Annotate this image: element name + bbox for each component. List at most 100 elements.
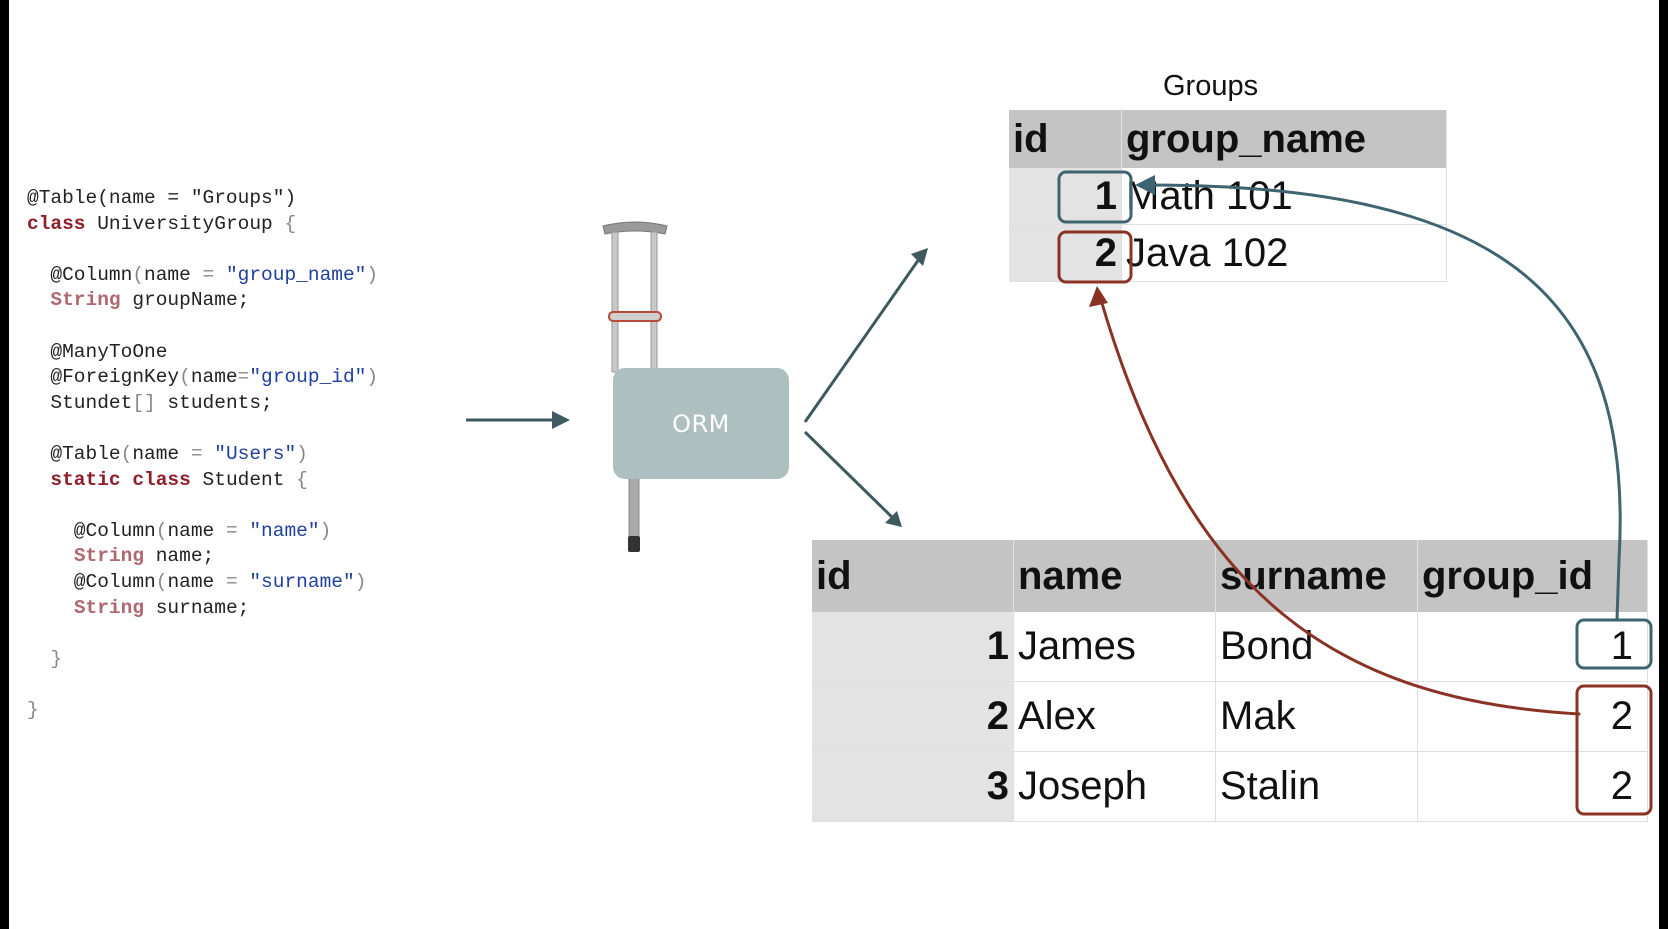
- code-token: @Column: [27, 263, 133, 286]
- code-token: groupName;: [120, 289, 250, 312]
- red-link-line: [1099, 298, 1581, 716]
- column-header-id: id: [812, 540, 1014, 612]
- column-header-group-name: group_name: [1121, 110, 1447, 168]
- code-line: @Table(name = "Users"): [27, 442, 378, 468]
- diagram-canvas: @Table(name = "Groups") class UniversityG…: [9, 0, 1659, 929]
- student-surname-cell: Mak: [1215, 681, 1418, 752]
- student-fk-2-highlight: [1575, 684, 1653, 816]
- code-line: String name;: [27, 544, 378, 570]
- code-token: String: [50, 289, 121, 312]
- code-line: Stundet[] students;: [27, 391, 378, 417]
- teal-arrowhead-icon: [1135, 175, 1155, 195]
- code-token: ): [366, 366, 379, 389]
- code-token: "group_name": [225, 263, 367, 286]
- code-line: class UniversityGroup {: [27, 212, 378, 238]
- code-token: String: [73, 545, 145, 568]
- code-token: ): [319, 519, 332, 542]
- code-token: {: [284, 212, 297, 235]
- student-id-cell: 1: [812, 612, 1014, 682]
- table-row: 3 Joseph Stalin 2: [812, 751, 1648, 822]
- code-token: "name": [249, 519, 320, 542]
- code-token: (: [155, 519, 168, 542]
- table-row: 1 Math 101: [1009, 168, 1447, 225]
- code-token: =: [190, 442, 203, 465]
- code-token: {: [296, 468, 308, 491]
- student-id-cell: 3: [812, 751, 1014, 822]
- code-line: String groupName;: [27, 288, 378, 314]
- code-token: @Column: [27, 570, 156, 593]
- code-token: ): [354, 570, 367, 593]
- code-line: @ManyToOne: [27, 340, 378, 366]
- code-token: @ForeignKey: [27, 366, 180, 389]
- code-token: name: [167, 519, 226, 542]
- code-line: @Table(name = "Groups"): [27, 186, 378, 212]
- student-group-id-cell: 2: [1417, 751, 1648, 822]
- code-token: @Column: [27, 519, 156, 542]
- code-token: []: [132, 391, 156, 414]
- student-fk-1-highlight: [1575, 618, 1653, 670]
- group-name-cell: Math 101: [1121, 168, 1447, 225]
- code-line: String surname;: [27, 596, 378, 622]
- code-token: Stundet: [27, 391, 133, 414]
- code-token: name: [190, 366, 238, 389]
- code-token: @ManyToOne: [27, 340, 168, 363]
- orm-box: ORM: [613, 368, 789, 479]
- code-token: @Table(name = "Groups"): [27, 187, 297, 209]
- student-surname-cell: Bond: [1215, 612, 1418, 682]
- code-token: =: [225, 570, 238, 593]
- code-token: (: [132, 263, 145, 286]
- groups-table: id group_name 1 Math 101 2 Java 102: [1009, 110, 1447, 282]
- code-line: static class Student {: [27, 468, 378, 494]
- code-token: (: [120, 442, 133, 465]
- student-id-cell: 2: [812, 681, 1014, 752]
- code-line: }: [27, 647, 378, 673]
- code-token: ): [366, 263, 379, 286]
- table-row: 2 Alex Mak 2: [812, 681, 1648, 752]
- student-group-id-cell: 1: [1417, 612, 1648, 682]
- student-group-id-cell: 2: [1417, 681, 1648, 752]
- student-name-cell: Alex: [1013, 681, 1216, 752]
- orm-fork-arrows-icon: [803, 248, 928, 527]
- student-name-cell: Joseph: [1013, 751, 1216, 822]
- code-line: @Column(name = "surname"): [27, 570, 378, 596]
- code-token: }: [27, 698, 39, 721]
- code-panel: @Table(name = "Groups") class UniversityG…: [27, 186, 378, 723]
- group-id-cell: 1: [1009, 168, 1122, 225]
- code-token: name: [144, 263, 203, 286]
- column-header-group-id: group_id: [1417, 540, 1648, 612]
- code-token: students;: [155, 391, 273, 414]
- code-token: =: [202, 263, 215, 286]
- code-token: ): [296, 442, 308, 465]
- code-token: @Table: [27, 442, 121, 465]
- code-line: @ForeignKey(name="group_id"): [27, 365, 378, 391]
- code-token: name: [167, 570, 226, 593]
- table-row: 1 James Bond 1: [812, 612, 1648, 682]
- code-line: }: [27, 698, 378, 724]
- groups-caption: Groups: [1163, 70, 1259, 102]
- code-token: "surname": [249, 570, 355, 593]
- code-token: (: [155, 570, 168, 593]
- code-token: (: [179, 366, 191, 389]
- teal-link-line: [1147, 183, 1622, 622]
- code-token: Student: [190, 468, 297, 491]
- code-token: =: [237, 366, 250, 389]
- group-id-2-highlight: [1057, 230, 1133, 284]
- code-token: =: [225, 519, 238, 542]
- crutch-icon: [602, 221, 668, 552]
- code-line: @Column(name = "name"): [27, 519, 378, 545]
- code-token: name: [132, 442, 191, 465]
- code-token: static class: [50, 468, 191, 491]
- group-id-cell: 2: [1009, 224, 1122, 282]
- code-token: }: [27, 647, 63, 670]
- red-arrowhead-icon: [1089, 286, 1108, 307]
- group-name-cell: Java 102: [1121, 224, 1447, 282]
- foreign-key-links: [1057, 170, 1653, 816]
- code-token: class: [27, 212, 86, 235]
- group-id-1-highlight: [1057, 170, 1133, 224]
- student-name-cell: James: [1013, 612, 1216, 682]
- code-to-orm-arrow-icon: [466, 411, 570, 429]
- code-line: @Column(name = "group_name"): [27, 263, 378, 289]
- students-table: id name surname group_id 1 James Bond 1 …: [812, 540, 1648, 822]
- student-surname-cell: Stalin: [1215, 751, 1418, 822]
- orm-label: ORM: [672, 409, 730, 438]
